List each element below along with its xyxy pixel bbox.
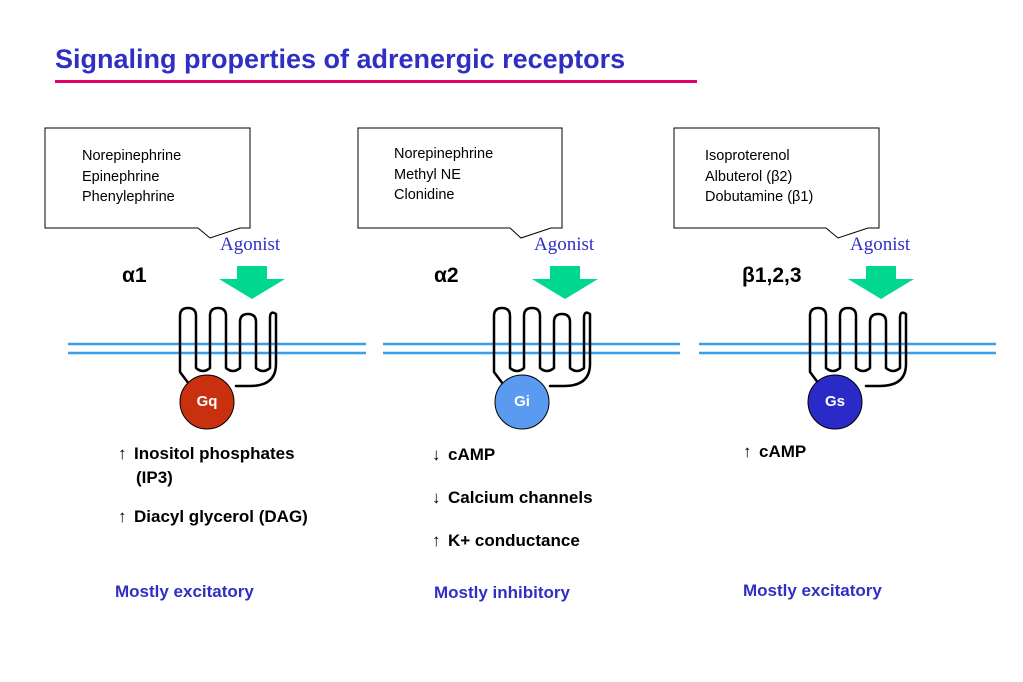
gq-circle [179, 374, 235, 430]
effect-text: Diacyl glycerol (DAG) [134, 507, 308, 526]
panel-3-graphics [673, 127, 996, 430]
effect-arrow: ↓ [432, 445, 441, 464]
receptor-subtype-1: α1 [122, 264, 147, 287]
effect-text: Inositol phosphates [134, 444, 295, 463]
agonist-label-3: Agonist [850, 234, 911, 255]
effect-3-1: ↑ cAMP [743, 440, 806, 464]
agonist-arrow-3 [848, 266, 914, 299]
effect-1-1: ↑ Inositol phosphates (IP3) [118, 442, 295, 490]
receptor-2 [492, 306, 592, 390]
summary-2: Mostly inhibitory [434, 583, 570, 602]
receptor-1 [178, 306, 278, 390]
effect-arrow: ↑ [118, 444, 127, 463]
receptor-3 [808, 306, 908, 390]
summary-3: Mostly excitatory [743, 581, 882, 600]
receptor-subtype-3: β1,2,3 [742, 264, 802, 287]
panel-2-graphics [357, 127, 680, 430]
agonist-item: Albuterol (β2) [705, 168, 793, 185]
receptor-subtype-2: α2 [434, 264, 459, 287]
gi-circle [494, 374, 550, 430]
title-underline [55, 80, 697, 83]
panel-1-graphics [44, 127, 366, 430]
agonist-arrow-1 [219, 266, 285, 299]
agonist-item: Norepinephrine [394, 146, 494, 162]
agonist-list-1: Norepinephrine Epinephrine Phenylephrine [82, 146, 181, 208]
g-protein-label-1: Gq [196, 393, 218, 410]
agonist-callout-3 [673, 127, 880, 239]
effect-text-cont: (IP3) [136, 468, 173, 487]
agonist-label-1: Agonist [220, 234, 281, 255]
effect-arrow: ↑ [743, 442, 752, 461]
agonist-item: Phenylephrine [82, 189, 175, 205]
agonist-list-3: Isoproterenol Albuterol (β2) Dobutamine … [705, 146, 813, 208]
effect-text: cAMP [759, 442, 807, 461]
effect-text: K+ conductance [448, 531, 580, 550]
summary-1: Mostly excitatory [115, 582, 254, 601]
effect-arrow: ↓ [432, 488, 441, 507]
agonist-item: Clonidine [394, 187, 455, 203]
agonist-item: Norepinephrine [82, 148, 182, 164]
agonist-callout-1 [44, 127, 251, 239]
effect-text: cAMP [448, 445, 496, 464]
agonist-list-2: Norepinephrine Methyl NE Clonidine [394, 144, 493, 206]
effect-arrow: ↑ [118, 507, 127, 526]
agonist-item: Methyl NE [394, 166, 461, 183]
g-protein-label-2: Gi [514, 393, 530, 410]
effect-1-2: ↑ Diacyl glycerol (DAG) [118, 505, 308, 529]
agonist-item: Isoproterenol [705, 148, 790, 164]
agonist-item: Dobutamine (β1) [705, 189, 814, 205]
gs-circle [807, 374, 863, 430]
page-title: Signaling properties of adrenergic recep… [55, 44, 626, 74]
effect-text: Calcium channels [448, 488, 593, 507]
effect-2-2: ↓ Calcium channels [432, 486, 593, 510]
agonist-item: Epinephrine [82, 168, 160, 185]
agonist-arrow-2 [532, 266, 598, 299]
g-protein-label-3: Gs [824, 393, 845, 410]
effect-2-1: ↓ cAMP [432, 443, 495, 467]
agonist-label-2: Agonist [534, 234, 595, 255]
agonist-callout-2 [357, 127, 563, 239]
effect-2-3: ↑ K+ conductance [432, 529, 580, 553]
effect-arrow: ↑ [432, 531, 441, 550]
